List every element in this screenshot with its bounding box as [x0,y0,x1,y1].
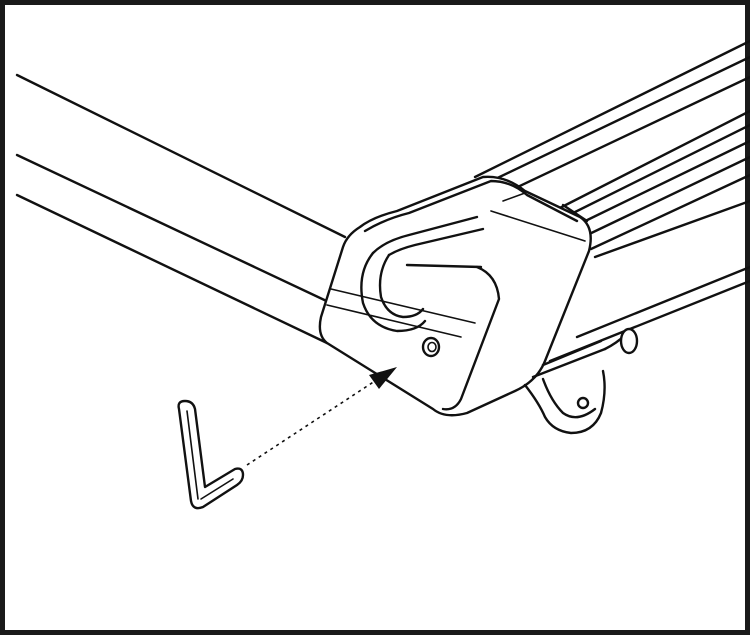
screw-hole [421,336,441,358]
roller-bracket [523,327,639,435]
cap-channel [360,215,485,333]
insertion-arrow [246,367,397,466]
rear-end-cap [318,175,592,417]
side-frame-rail [15,73,347,345]
allen-wrench-icon [177,399,245,510]
assembly-illustration [15,39,750,510]
